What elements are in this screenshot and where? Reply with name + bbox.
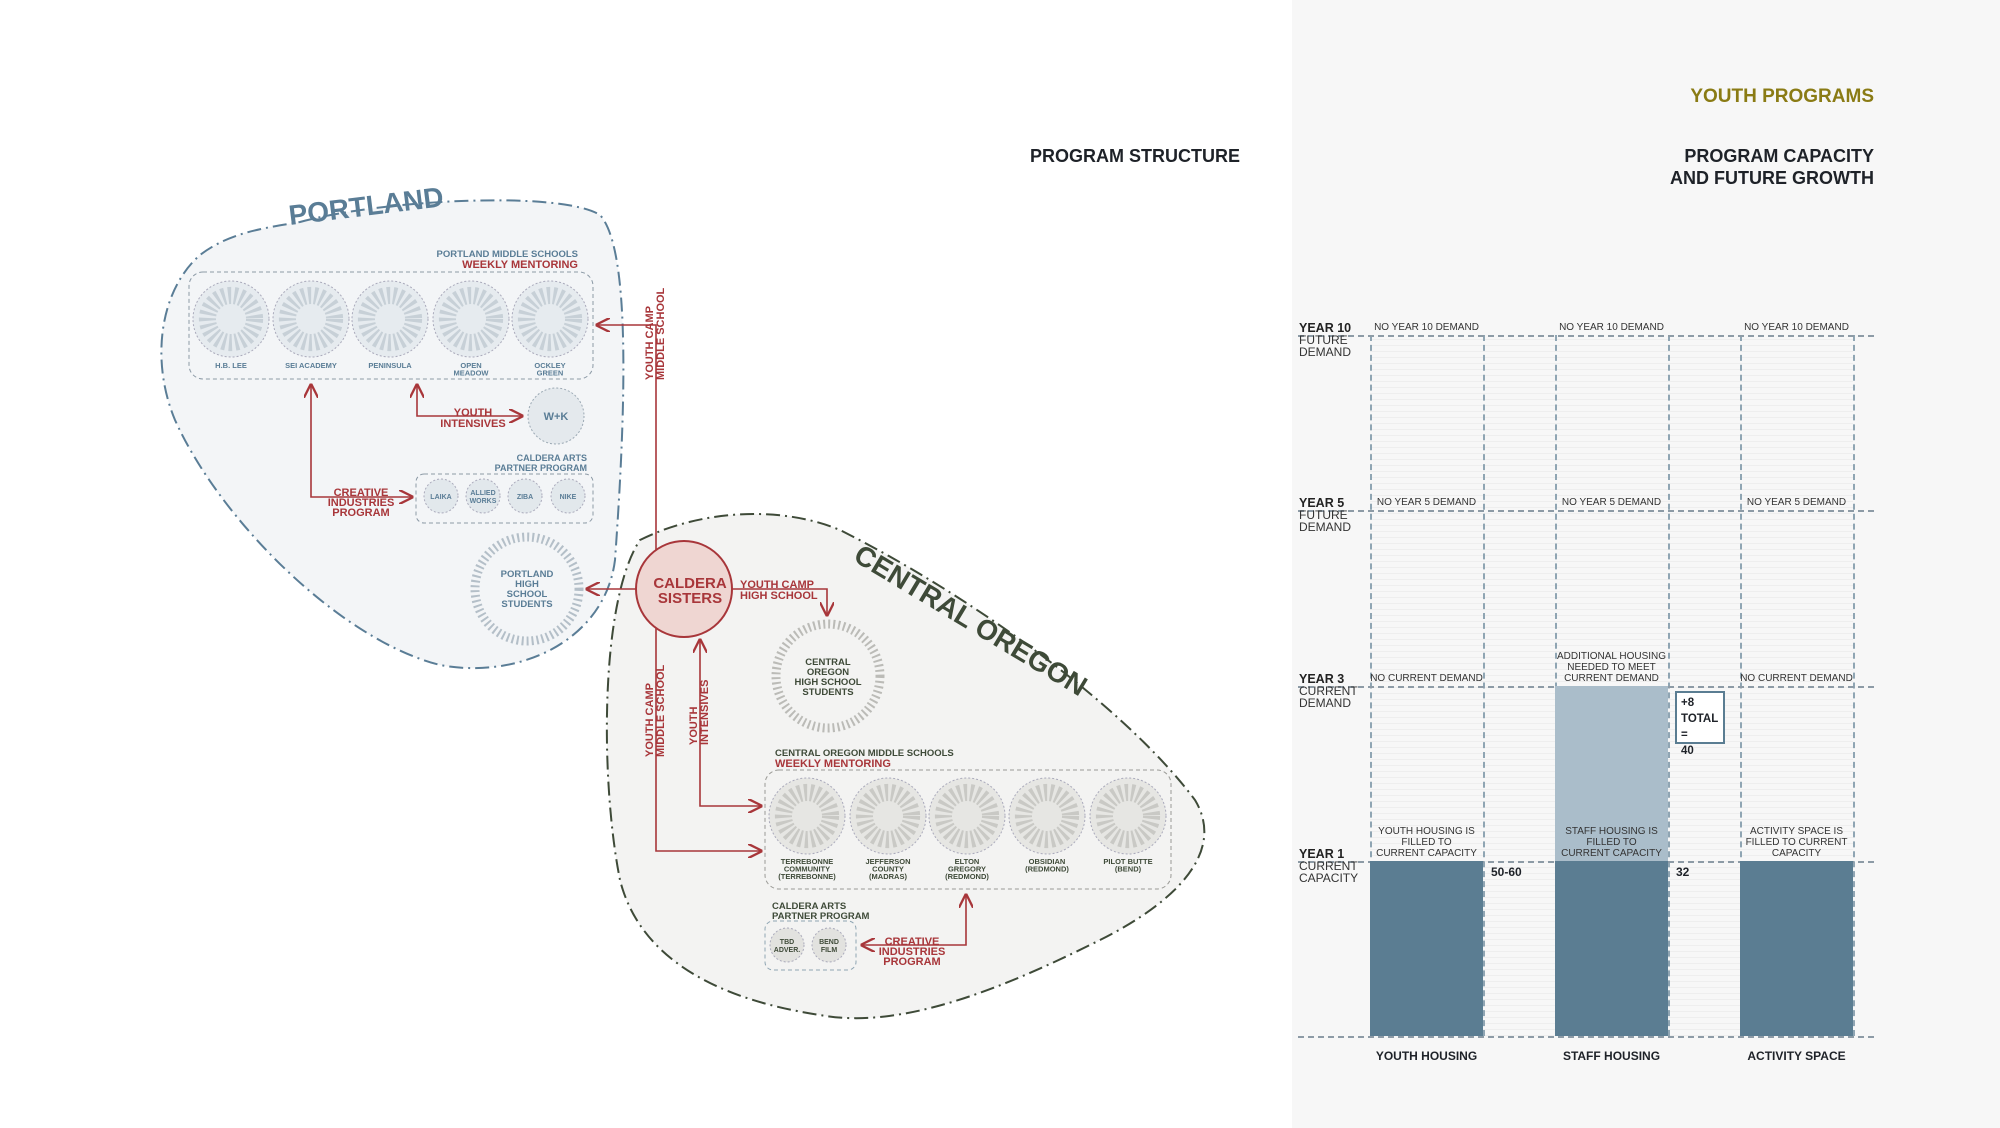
chart-panel-background: [1292, 0, 2000, 1128]
program-structure-title: PROGRAM STRUCTURE: [1030, 146, 1240, 166]
partner-circle: [507, 478, 543, 514]
youth-camp-hs-arrow: [732, 588, 827, 615]
students-icon-ring: [198, 286, 264, 352]
wk-label: W+K: [544, 411, 569, 423]
section-title: YOUTH PROGRAMS: [1690, 86, 1874, 107]
students-icon-ring: [855, 783, 921, 849]
students-icon-ring: [1014, 783, 1080, 849]
partner-circle: [465, 478, 501, 514]
portland-partner-box: [415, 473, 594, 524]
partner-circle: [811, 927, 847, 963]
co-schools-box: [764, 769, 1172, 890]
students-icon-ring: [1095, 783, 1161, 849]
school-label: H.B. LEE: [215, 361, 247, 370]
capacity-title: PROGRAM CAPACITY AND FUTURE GROWTH: [1670, 145, 1874, 189]
portland-hs-ring: [470, 532, 584, 646]
school-label: OBSIDIAN(REDMOND): [1025, 857, 1069, 874]
portland-weekly-mentoring: WEEKLY MENTORING: [462, 259, 578, 271]
program-structure-diagram: PORTLAND CENTRAL OREGON PORTLAND MIDDLE …: [160, 181, 1206, 1020]
partner-circle: [423, 478, 459, 514]
caldera-sisters-hub: [635, 540, 733, 638]
students-icon-ring: [934, 783, 1000, 849]
co-partner-box: [764, 920, 857, 971]
capacity-title-line1: PROGRAM CAPACITY: [1684, 146, 1874, 166]
school-label: SEI ACADEMY: [285, 361, 337, 370]
partner-circle: [769, 927, 805, 963]
partner-circle: [550, 478, 586, 514]
co-weekly-mentoring: WEEKLY MENTORING: [775, 758, 891, 770]
portland-youth-intensives-arrow: [417, 385, 522, 416]
portland-creative-arrow: [311, 385, 412, 497]
students-icon-ring: [357, 286, 423, 352]
wk-circle: [527, 387, 585, 445]
students-icon-ring: [774, 783, 840, 849]
school-label: PENINSULA: [368, 361, 412, 370]
co-creative-arrow: [862, 895, 966, 945]
co-middle-header: CENTRAL OREGON MIDDLE SCHOOLS: [775, 748, 954, 759]
co-youth-intensives-arrow: [700, 640, 761, 806]
capacity-title-line2: AND FUTURE GROWTH: [1670, 168, 1874, 188]
co-youth-intensives-label: YOUTHINTENSIVES: [688, 680, 711, 745]
partner-label: ZIBA: [517, 494, 533, 501]
portland-schools-box: [188, 271, 594, 380]
portland-middle-header: PORTLAND MIDDLE SCHOOLS: [437, 249, 578, 260]
partner-label: NIKE: [560, 494, 577, 501]
co-hs-ring: [771, 619, 885, 733]
students-icon-ring: [438, 286, 504, 352]
youth-camp-ms-label-top: YOUTH CAMPMIDDLE SCHOOL: [644, 287, 667, 380]
school-label: PILOT BUTTE(BEND): [1103, 857, 1152, 874]
partner-label: LAIKA: [430, 494, 451, 501]
students-icon-ring: [278, 286, 344, 352]
youth-camp-ms-label-bottom: YOUTH CAMPMIDDLE SCHOOL: [644, 664, 667, 757]
students-icon-ring: [517, 286, 583, 352]
